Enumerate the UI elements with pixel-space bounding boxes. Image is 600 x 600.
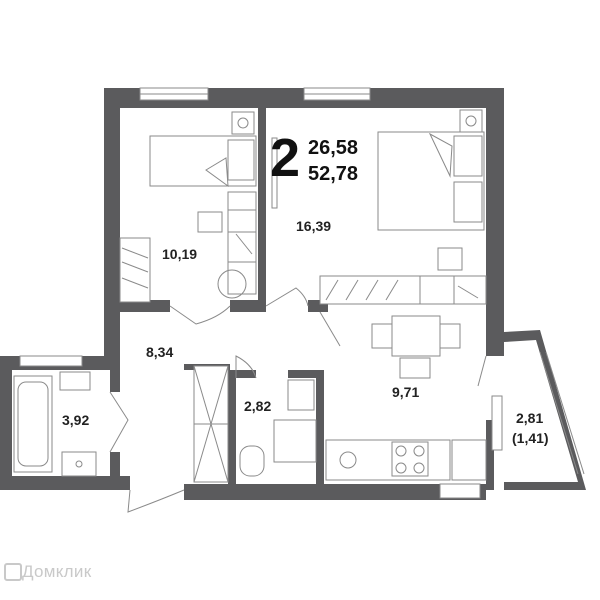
- kitchen-area: 9,71: [392, 384, 420, 400]
- hall-wardrobe: [193, 365, 229, 483]
- balcony-area: 2,81: [516, 410, 544, 426]
- living-area: 26,58: [308, 137, 359, 159]
- hall-area: 8,34: [146, 344, 174, 360]
- doors: [109, 287, 487, 513]
- bedroom-large-area: 16,39: [296, 218, 332, 234]
- bathroom-fixtures: [13, 371, 97, 477]
- windows: [19, 87, 585, 499]
- watermark-logo-icon: [4, 563, 22, 581]
- bedroom-small-furniture: [119, 111, 257, 303]
- balcony-reduced-area: (1,41): [512, 430, 549, 446]
- toilet-fixtures: [239, 379, 317, 477]
- room-count: 2: [270, 128, 301, 188]
- bedroom-small-area: 10,19: [162, 246, 198, 262]
- bathroom-area: 3,92: [62, 412, 90, 428]
- bedroom-large-furniture: [271, 109, 487, 305]
- watermark-text: Домклик: [22, 562, 92, 581]
- total-area: 52,78: [308, 163, 359, 185]
- kitchen-furniture: [325, 315, 503, 481]
- toilet-area: 2,82: [244, 398, 272, 414]
